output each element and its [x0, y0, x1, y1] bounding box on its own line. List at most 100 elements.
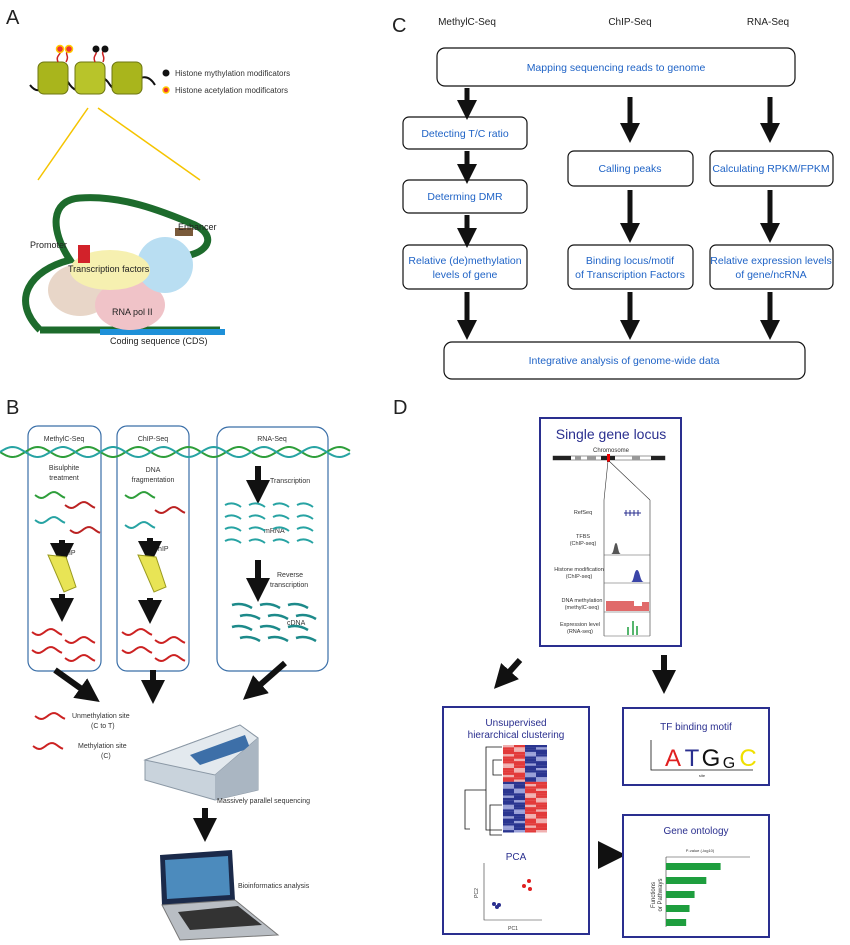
heatmap-cell: [503, 830, 514, 833]
mrna-strand: [296, 538, 314, 544]
heatmap-cell: [503, 804, 514, 808]
integrative-box: [443, 341, 806, 380]
track-label: Expression level: [560, 622, 600, 628]
track-label: RefSeq: [574, 510, 592, 516]
heatmap-cell: [514, 795, 525, 798]
heatmap-cell: [525, 807, 536, 810]
heatmap-cell: [503, 793, 514, 796]
heatmap-cell: [525, 758, 536, 762]
heatmap-cell: [525, 779, 536, 782]
heatmap-cell: [503, 797, 514, 801]
flow-arrows: [457, 88, 780, 340]
heatmap-cell: [514, 758, 525, 762]
heatmap-cell: [536, 765, 547, 769]
heatmap-cell: [525, 791, 536, 794]
arrow-icon: [53, 667, 100, 702]
legend-methylation: Histone mythylation modificators: [175, 69, 290, 78]
heatmap-cell: [514, 763, 525, 766]
antibody-icon: [137, 554, 167, 593]
heatmap-cell: [503, 820, 514, 824]
mrna-strand: [248, 514, 266, 520]
dna-fragment: [154, 654, 186, 663]
heatmap-cell: [514, 751, 525, 755]
heatmap-cell: [525, 804, 536, 808]
track-label: DNA methylation: [562, 598, 603, 604]
heatmap-cell: [514, 814, 525, 817]
step-label: Transcription: [270, 478, 310, 485]
dna-fragment: [124, 521, 156, 530]
heatmap-cell: [536, 770, 547, 773]
heatmap-cell: [525, 788, 536, 792]
methylation-levels-text: Relative (de)methylation: [408, 255, 521, 267]
chromosome-label: Chromosome: [593, 448, 630, 454]
flow-arrows: [50, 466, 287, 842]
heatmap-cell: [514, 800, 525, 803]
step-label: transcription: [270, 582, 308, 589]
dna-fragments-illustration: [31, 491, 317, 751]
heatmap-cell: [514, 797, 525, 801]
motif-letter: C: [739, 745, 756, 772]
heatmap-cell: [503, 745, 514, 748]
heatmap-cell: [514, 830, 525, 833]
dna-fragment: [31, 628, 63, 637]
cdna-strand: [295, 613, 317, 621]
heatmap-cell: [514, 811, 525, 815]
heatmap-cell: [525, 797, 536, 801]
acetylation-dot-icon: [162, 86, 170, 94]
cdna-strand: [239, 635, 261, 643]
methylation-dot-icon: [162, 69, 170, 77]
label-sequencing: Massively parallel sequencing: [217, 798, 310, 805]
ontology-bar: [666, 919, 687, 926]
heatmap-cell: [503, 791, 514, 794]
heatmap-cell: [514, 761, 525, 764]
heatmap-cell: [525, 823, 536, 826]
heatmap-cell: [503, 823, 514, 826]
heatmap-cell: [525, 770, 536, 773]
label-enhancer: Enhancer: [178, 222, 217, 232]
dna-fragment: [64, 636, 96, 645]
legend-acetylation: Histone acetylation modificators: [175, 86, 288, 95]
binding-locus-text: Binding locus/motif: [586, 255, 674, 267]
motif-axis: [650, 740, 753, 771]
heatmap-cell: [525, 825, 536, 828]
mapping-text: Mapping sequencing reads to genome: [527, 62, 706, 74]
step-label: Bisulphite: [49, 465, 79, 472]
ontology-title: Gene ontology: [663, 826, 728, 837]
heatmap-cell: [514, 784, 525, 787]
methylation-levels-box: [402, 244, 528, 290]
motif-letter: G: [723, 755, 735, 772]
heatmap-cell: [503, 765, 514, 769]
heatmap-cell: [503, 788, 514, 792]
heatmap-cell: [536, 754, 547, 757]
methylation-levels-text: levels of gene: [433, 269, 498, 281]
heatmap-cell: [536, 814, 547, 817]
column-header: MethylC-Seq: [438, 17, 496, 28]
heatmap-cell: [536, 793, 547, 796]
methylc-column: [27, 425, 102, 672]
panel-c: C MethylC-Seq ChIP-Seq RNA-Seq Mapping s…: [392, 15, 834, 380]
rpkm-text: Calculating RPKM/FPKM: [712, 163, 829, 175]
panel-d-label: D: [393, 397, 407, 419]
pca-y-label: PC2: [474, 888, 480, 898]
motif-letter: T: [685, 745, 700, 772]
heatmap-cell: [514, 745, 525, 748]
cdna-strand: [287, 602, 309, 610]
step-label: treatment: [49, 475, 79, 482]
heatmap-cell: [525, 765, 536, 769]
heatmap-cell: [536, 811, 547, 815]
locus-title: Single gene locus: [556, 426, 667, 442]
heatmap-cell: [525, 772, 536, 775]
cdna-strand: [295, 635, 317, 643]
integrative-text: Integrative analysis of genome-wide data: [529, 355, 720, 367]
cdna-strand: [267, 635, 289, 643]
column-title: RNA-Seq: [257, 436, 287, 443]
heatmap-cell: [503, 781, 514, 785]
heatmap-cell: [503, 800, 514, 803]
track-label: (ChIP-seq): [566, 574, 593, 580]
heatmap-cell: [503, 784, 514, 787]
expression-levels-box: [709, 244, 834, 290]
step-label: DNA: [146, 467, 161, 474]
heatmap-cell: [525, 754, 536, 757]
heatmap-cell: [514, 807, 525, 810]
cdna-strand: [231, 624, 253, 632]
